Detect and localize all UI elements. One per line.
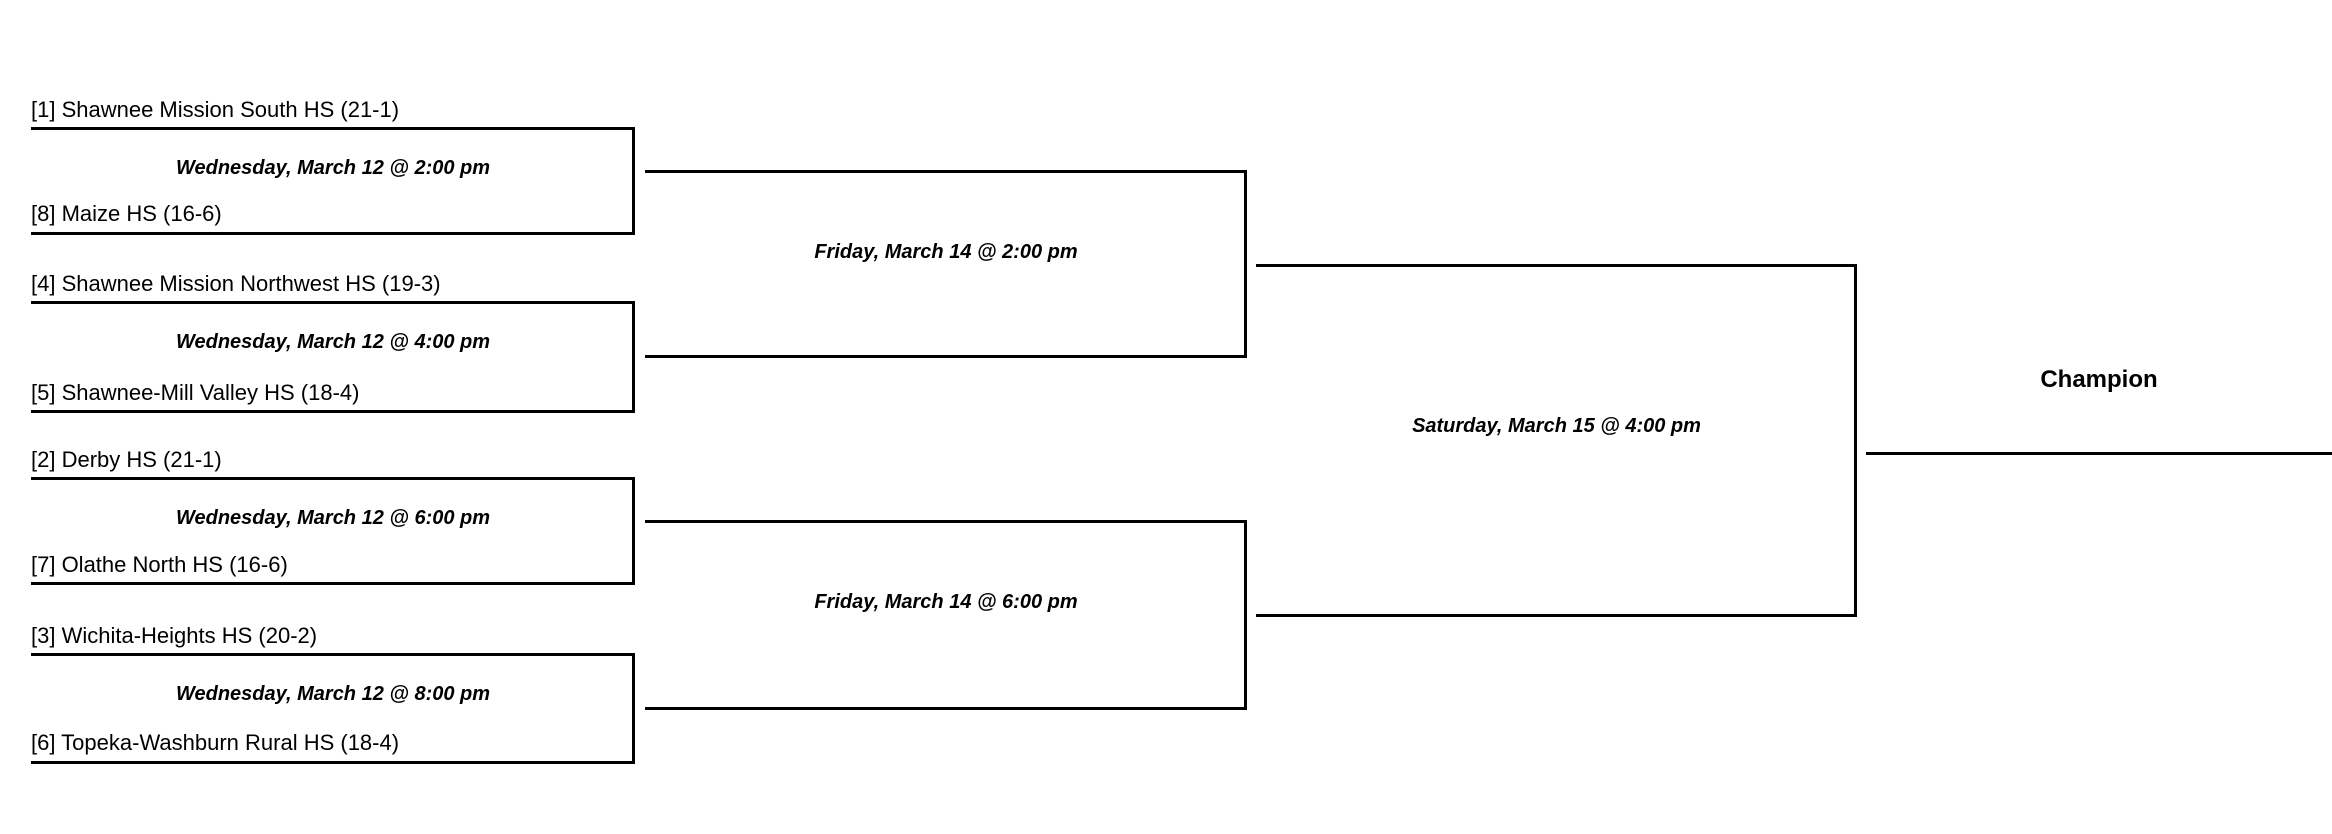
final-bottom-line bbox=[1256, 614, 1857, 617]
semifinal1-top-line bbox=[645, 170, 1247, 173]
champion-label: Champion bbox=[2040, 366, 2158, 393]
round1-game3-connector bbox=[632, 477, 635, 585]
final-datetime: Saturday, March 15 @ 4:00 pm bbox=[1412, 415, 1701, 437]
semifinal1-connector bbox=[1244, 170, 1247, 358]
round1-game4-bottom-line bbox=[31, 761, 635, 764]
semifinal2-connector bbox=[1244, 520, 1247, 710]
round1-game2-top-team: [4] Shawnee Mission Northwest HS (19-3) bbox=[31, 271, 441, 296]
semifinal1-datetime: Friday, March 14 @ 2:00 pm bbox=[814, 241, 1078, 263]
semifinal1-bottom-line bbox=[645, 355, 1247, 358]
round1-game4-bottom-team: [6] Topeka-Washburn Rural HS (18-4) bbox=[31, 730, 400, 755]
round1-game4-connector bbox=[632, 653, 635, 764]
final-top-line bbox=[1256, 264, 1857, 267]
round1-game1-datetime: Wednesday, March 12 @ 2:00 pm bbox=[175, 157, 491, 179]
round1-game2-top-line bbox=[31, 301, 635, 304]
round1-game3-datetime: Wednesday, March 12 @ 6:00 pm bbox=[175, 507, 491, 529]
semifinal2-top-line bbox=[645, 520, 1247, 523]
semifinal2-bottom-line bbox=[645, 707, 1247, 710]
round1-game2-connector bbox=[632, 301, 635, 413]
champion-line bbox=[1866, 452, 2332, 455]
round1-game1-top-team: [1] Shawnee Mission South HS (21-1) bbox=[31, 97, 400, 122]
semifinal2-datetime: Friday, March 14 @ 6:00 pm bbox=[814, 591, 1078, 613]
round1-game3-bottom-team: [7] Olathe North HS (16-6) bbox=[31, 552, 288, 577]
final-connector bbox=[1854, 264, 1857, 617]
round1-game1-connector bbox=[632, 127, 635, 235]
round1-game4-top-team: [3] Wichita-Heights HS (20-2) bbox=[31, 623, 318, 648]
round1-game1-top-line bbox=[31, 127, 635, 130]
round1-game2-bottom-line bbox=[31, 410, 635, 413]
round1-game2-bottom-team: [5] Shawnee-Mill Valley HS (18-4) bbox=[31, 380, 360, 405]
round1-game1-bottom-line bbox=[31, 232, 635, 235]
round1-game2-datetime: Wednesday, March 12 @ 4:00 pm bbox=[175, 331, 491, 353]
round1-game3-top-line bbox=[31, 477, 635, 480]
round1-game4-datetime: Wednesday, March 12 @ 8:00 pm bbox=[175, 683, 491, 705]
round1-game1-bottom-team: [8] Maize HS (16-6) bbox=[31, 201, 222, 226]
round1-game3-bottom-line bbox=[31, 582, 635, 585]
round1-game4-top-line bbox=[31, 653, 635, 656]
round1-game3-top-team: [2] Derby HS (21-1) bbox=[31, 447, 222, 472]
